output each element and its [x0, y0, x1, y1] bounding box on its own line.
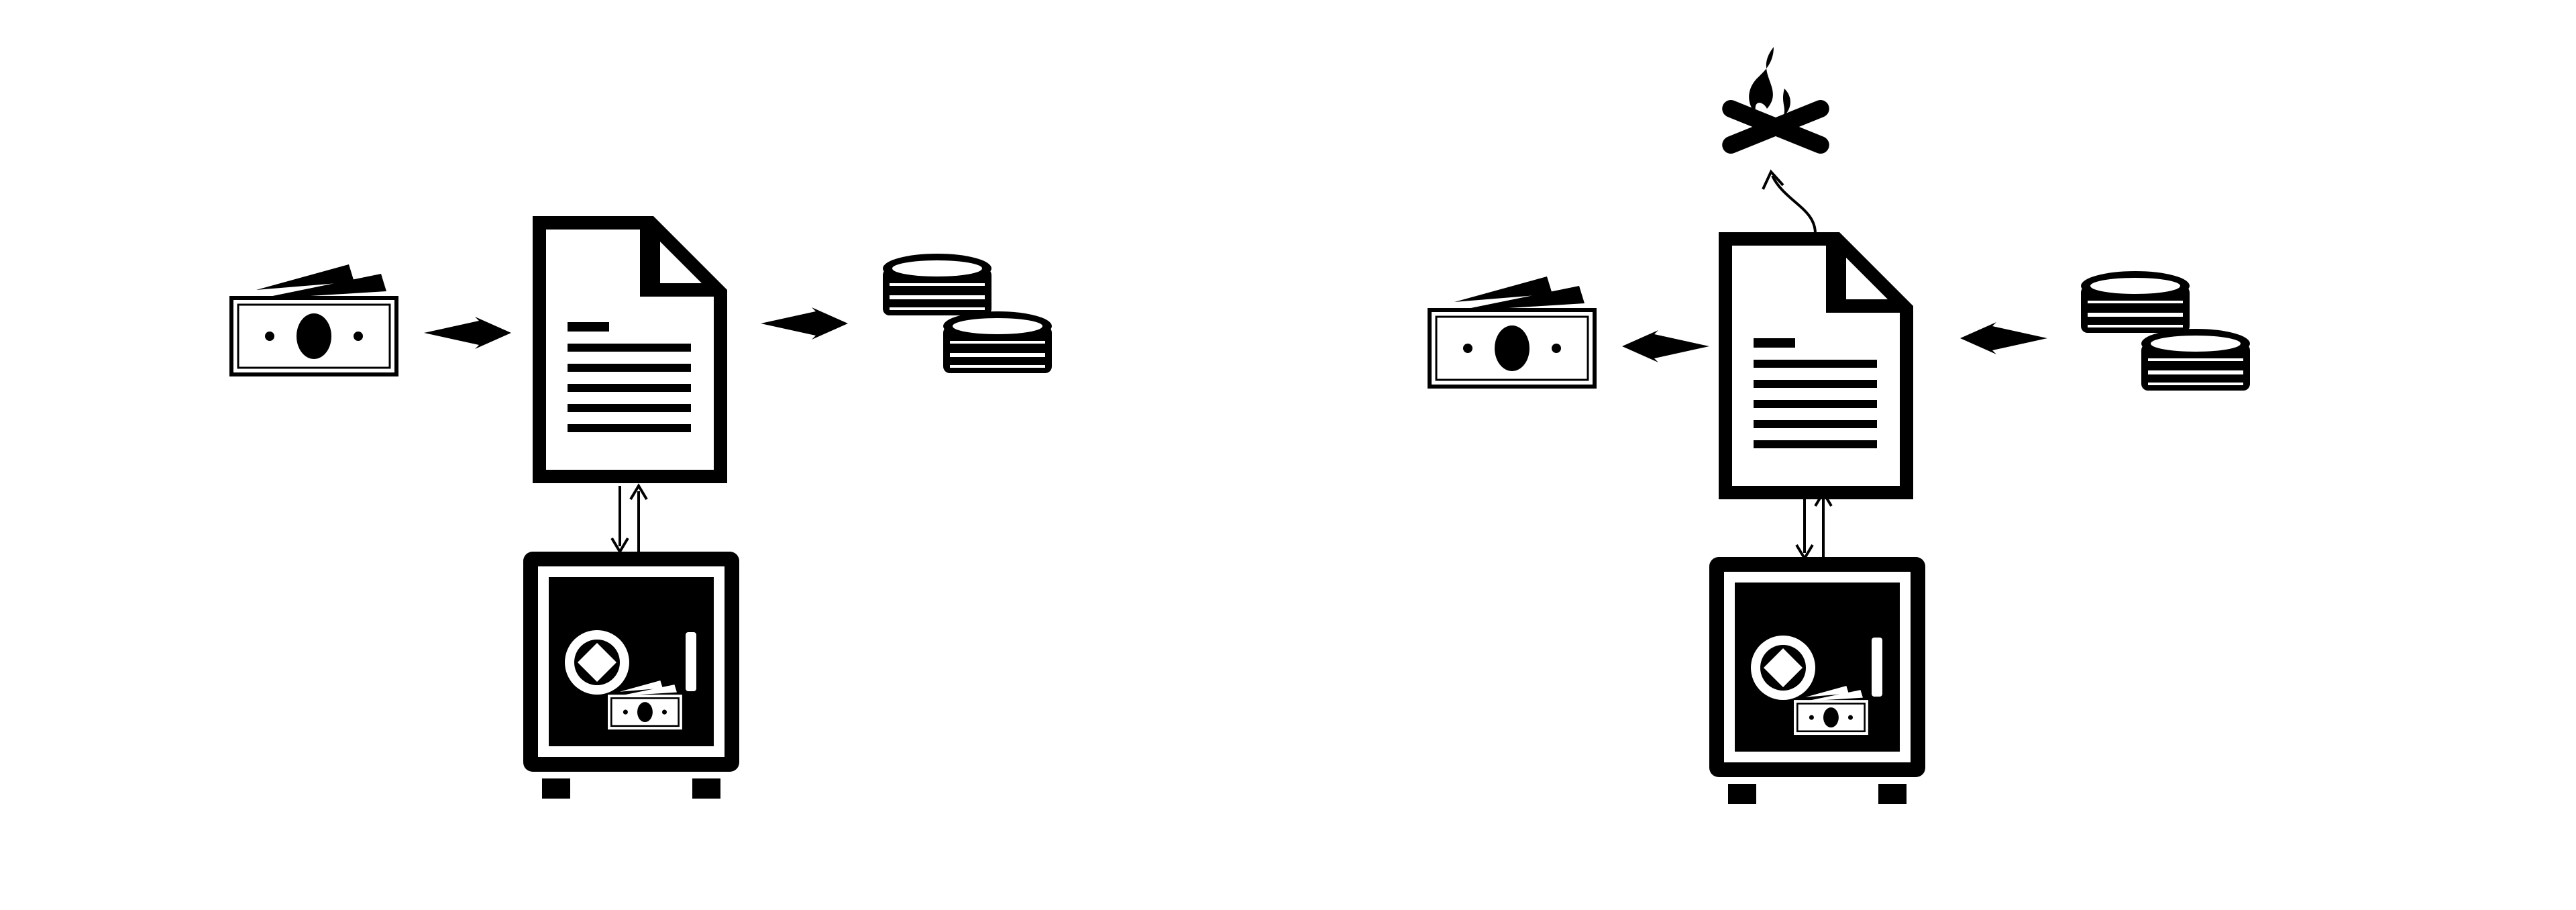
curved-arrow-up-icon: [1771, 175, 1817, 234]
coin-stack-icon: [883, 254, 1052, 373]
contract-document-icon: [1719, 232, 1913, 499]
bidirectional-arrows-icon: [610, 485, 648, 553]
contract-document-icon: [533, 216, 727, 483]
arrow-right-icon: [424, 317, 511, 349]
arrow-right-icon: [761, 307, 848, 340]
safe-vault-icon: [1709, 557, 1925, 804]
burn-scene: [1288, 47, 2250, 910]
banknote-icon: [231, 264, 396, 374]
bidirectional-arrows-icon: [1795, 491, 1833, 560]
campfire-icon: [1719, 47, 1832, 156]
mint-scene: [0, 216, 1052, 910]
coin-stack-icon: [2081, 271, 2250, 391]
mint-panel: [0, 216, 1052, 910]
arrow-left-icon: [1960, 322, 2047, 354]
arrow-left-icon: [1622, 330, 1709, 362]
burn-panel: [1288, 0, 2576, 910]
curved-arrow-head-icon: [1762, 169, 1784, 190]
banknote-icon: [1430, 276, 1595, 387]
safe-vault-icon: [523, 552, 739, 799]
